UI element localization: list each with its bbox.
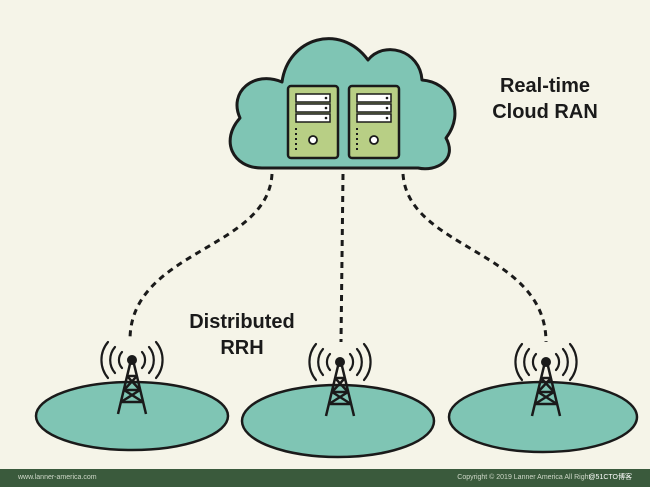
signal-waves-icon <box>308 342 372 382</box>
cell-tower-icon <box>308 342 372 417</box>
signal-waves-icon <box>100 340 164 380</box>
server-icon <box>286 84 340 160</box>
cell-tower-icon <box>514 342 578 417</box>
coverage-area <box>447 380 639 454</box>
connection-line <box>401 173 548 343</box>
footer-copyright: Copyright © 2019 Lanner America All Righ… <box>457 474 591 481</box>
cell-tower-icon <box>100 340 164 415</box>
signal-waves-icon <box>514 342 578 382</box>
connection-line <box>339 173 345 343</box>
footer-copyright-group: Copyright © 2019 Lanner America All Righ… <box>457 469 632 487</box>
connection-line <box>128 173 274 341</box>
server-icon <box>347 84 401 160</box>
footer-website[interactable]: www.lanner-america.com <box>18 474 97 481</box>
coverage-area <box>34 380 230 452</box>
cloud-label-line2: Cloud RAN <box>492 101 598 123</box>
footer-bar: www.lanner-america.com Copyright © 2019 … <box>0 469 650 487</box>
rrh-label-line2: RRH <box>220 337 263 359</box>
footer-watermark: @51CTO博客 <box>588 474 632 481</box>
cloud-label-line1: Real-time <box>500 75 590 97</box>
cloud-icon <box>228 37 457 171</box>
rrh-label-line1: Distributed <box>189 311 295 333</box>
